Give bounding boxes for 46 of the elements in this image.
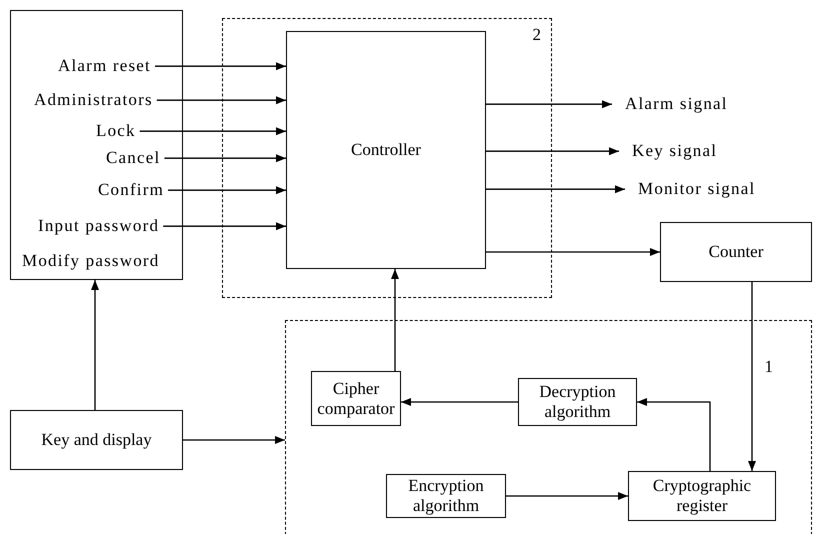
box-label: Controller [351, 140, 421, 160]
box-label: Cryptographic register [652, 476, 752, 516]
box-label: Counter [708, 242, 764, 262]
dashed-group-frame [222, 18, 552, 298]
signal-label: Confirm [97, 180, 166, 200]
signal-label: Alarm reset [57, 56, 152, 76]
process-box [286, 31, 486, 269]
group-number: 2 [532, 25, 541, 46]
arrow [156, 96, 286, 104]
arrow [391, 269, 399, 371]
arrow [637, 398, 711, 471]
group-number: 1 [764, 357, 773, 378]
arrow [748, 282, 756, 471]
signal-label: Monitor signal [637, 179, 756, 200]
arrow [164, 154, 286, 162]
box-label: Key and display [41, 430, 152, 450]
signal-label: Administrators [33, 90, 154, 110]
arrow [486, 147, 619, 156]
input-panel [10, 10, 183, 280]
signal-label: Lock [95, 121, 137, 142]
dashed-group-frame [285, 320, 812, 534]
process-box [386, 474, 506, 518]
arrow [168, 186, 286, 194]
signal-label: Cancel [105, 148, 162, 168]
box-label: Encryption algorithm [407, 476, 485, 516]
signal-label: Alarm signal [624, 94, 729, 114]
arrow [91, 280, 99, 410]
signal-label: Input password [37, 216, 160, 236]
process-box [311, 371, 401, 426]
box-label: Decryption algorithm [538, 382, 617, 422]
box-label: Cipher comparator [316, 378, 396, 418]
arrow [140, 127, 286, 136]
signal-label: Key signal [631, 141, 718, 162]
process-box [628, 471, 776, 521]
arrow [486, 185, 625, 194]
process-box [518, 378, 637, 426]
arrow [401, 398, 518, 406]
arrow [506, 492, 628, 500]
process-box [10, 410, 183, 470]
arrow [163, 222, 286, 230]
arrow [486, 248, 660, 256]
signal-label: Modify password [21, 251, 160, 272]
arrow [154, 62, 286, 70]
arrow [183, 436, 285, 444]
process-box [660, 222, 812, 282]
arrow [486, 100, 612, 108]
